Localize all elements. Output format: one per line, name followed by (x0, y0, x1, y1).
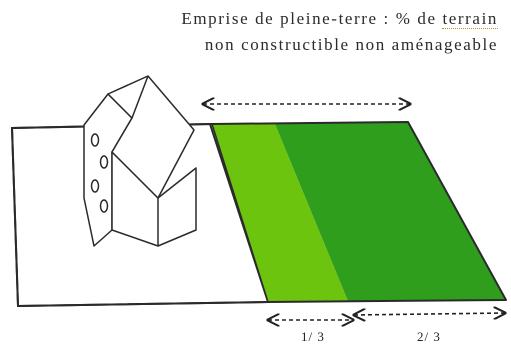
green-zone-one-third (212, 124, 348, 302)
green-zone-two-thirds (275, 122, 506, 301)
house-icon (83, 75, 197, 247)
caption-line-2: non constructible non aménageable (204, 35, 498, 54)
label-two-thirds: 2/ 3 (417, 329, 441, 344)
caption-line-1: Emprise de pleine-terre : % de terrain (181, 9, 498, 29)
caption-terrain-term: terrain (442, 9, 498, 29)
label-one-third: 1/ 3 (301, 329, 325, 344)
zone-divider-left (211, 123, 269, 303)
caption-line-1-text: Emprise de pleine-terre : % de (181, 9, 443, 28)
arrow-two-thirds (354, 313, 505, 315)
